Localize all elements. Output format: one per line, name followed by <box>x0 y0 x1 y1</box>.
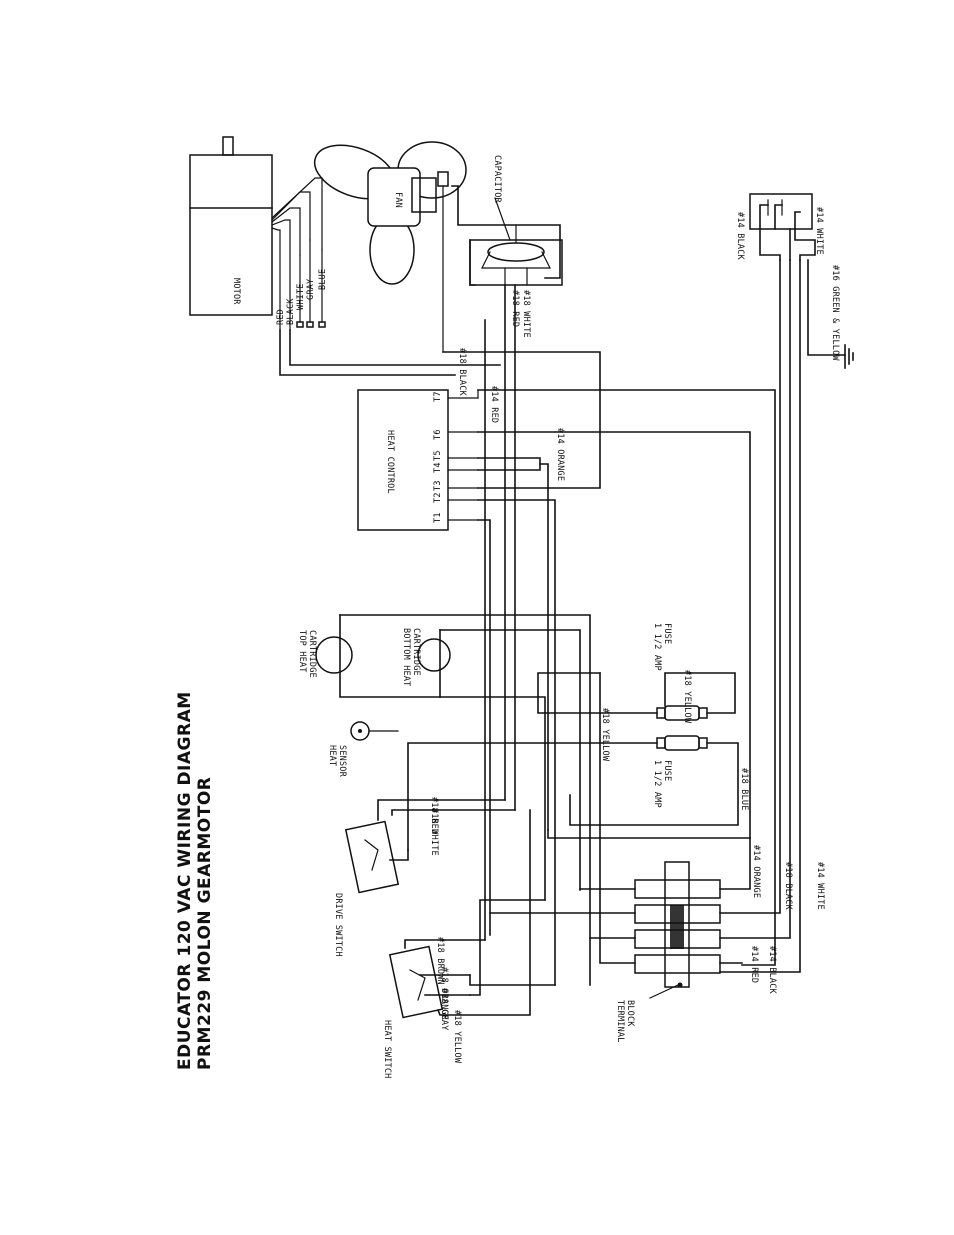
top-heat-cartridge: TOP HEAT CARTRIDGE <box>297 614 591 986</box>
terminal-block-label-1: TERMINAL <box>615 1000 625 1043</box>
terminal-t7: T7 <box>433 391 443 402</box>
wire-motor-black: BLACK <box>286 298 296 325</box>
motor-leads <box>271 177 501 376</box>
wire-cap-white: #18 WHITE <box>521 290 531 338</box>
bottom-heat-cartridge: BOTTOM HEAT CARTRIDGE <box>401 628 581 901</box>
heat-control: HEAT CONTROL <box>357 389 449 531</box>
wire-motor-white: WHITE <box>296 283 306 310</box>
top-heat-label-1: TOP HEAT <box>297 630 307 673</box>
wire-black14-tb: #14 BLACK <box>767 946 777 995</box>
heat-control-label: HEAT CONTROL <box>385 430 395 494</box>
terminal-t5: T5 <box>433 450 443 461</box>
wire-brown18: #18 BROWN <box>435 937 445 985</box>
terminal-t3: T3 <box>433 480 443 491</box>
wire-cap-red: #18 RED <box>510 290 520 327</box>
fuse-bottom-label-2: FUSE <box>662 760 672 781</box>
heat-sensor-label-2: SENSOR <box>337 745 347 778</box>
fuse-bottom: 1 1/2 AMP FUSE <box>407 735 739 851</box>
wire-red14-t7: #14 RED <box>489 386 499 423</box>
terminal-t6: T6 <box>433 429 443 440</box>
terminal-block-body <box>664 861 690 988</box>
title-line-2: PRM229 MOLON GEARMOTOR <box>195 777 215 1070</box>
wire-motor-red: RED <box>276 309 286 325</box>
wire-blue18: #18 BLUE <box>739 768 749 811</box>
capacitor-label: CAPACITOR <box>492 155 502 204</box>
power-plug <box>749 193 816 261</box>
wire-yellow18-b: #18 YELLOW <box>600 708 610 762</box>
terminal-t1: T1 <box>433 512 443 523</box>
drive-switch-label: DRIVE SWITCH <box>333 893 343 957</box>
drive-switch: DRIVE SWITCH <box>333 799 516 957</box>
bottom-heat-label-2: CARTRIDGE <box>411 628 421 676</box>
wire-motor-blue: BLUE <box>318 269 328 290</box>
wire-red14-tb: #14 RED <box>749 946 759 983</box>
title-line-1: EDUCATOR 120 VAC WIRING DIAGRAM <box>175 691 195 1070</box>
wire-orange14-t6: #14 ORANGE <box>555 428 565 481</box>
motor-body <box>189 154 273 316</box>
wire-white18-ds: #18 WHITE <box>429 808 439 856</box>
heat-sensor: HEAT SENSOR <box>327 721 399 778</box>
motor-label: MOTOR <box>231 278 241 305</box>
terminal-t4: T4 <box>433 462 443 473</box>
bottom-heat-label-1: BOTTOM HEAT <box>401 628 411 687</box>
ground-symbol <box>807 259 854 369</box>
wire-yellow18-a: #18 YELLOW <box>682 670 692 724</box>
fuse-top-label-1: 1 1/2 AMP <box>652 623 662 671</box>
wire-orange14-tb: #14 ORANGE <box>751 845 761 898</box>
heat-sensor-label-1: HEAT <box>327 745 337 766</box>
diagram-title: EDUCATOR 120 VAC WIRING DIAGRAM PRM229 M… <box>175 691 215 1070</box>
fan-label: FAN <box>393 192 403 208</box>
motor: MOTOR <box>189 136 273 316</box>
terminal-t2: T2 <box>433 492 443 503</box>
wire-plug-white: #14 WHITE <box>814 207 824 255</box>
fuse-top: 1 1/2 AMP FUSE <box>537 623 736 721</box>
wire-gray18: #18 GRAY <box>439 988 449 1031</box>
wire-orange18: #18 ORANGE <box>439 967 449 1020</box>
motor-shaft <box>222 136 234 156</box>
wire-red18-ds: #18 RED <box>429 797 439 834</box>
wire-motor-gray: GRAY <box>306 279 316 300</box>
wire-white14-tb: #14 WHITE <box>815 862 825 910</box>
wire-black18-top: #18 BLACK <box>457 348 467 397</box>
wire-ground: #16 GREEN & YELLOW <box>830 265 840 361</box>
fuse-top-label-2: FUSE <box>662 623 672 644</box>
heat-control-terminals <box>447 397 479 521</box>
heat-switch-label: HEAT SWITCH <box>382 1020 392 1079</box>
capacitor: CAPACITOR <box>451 155 563 286</box>
terminal-block-label-2: BLOCK <box>625 1000 635 1027</box>
heat-control-box <box>357 389 449 531</box>
wire-black18-tb: #18 BLACK <box>783 862 793 911</box>
top-heat-label-2: CARTRIDGE <box>307 630 317 678</box>
wire-yellow18-hs: #18 YELLOW <box>452 1010 462 1064</box>
fan: FAN <box>313 141 467 353</box>
fuse-bottom-label-1: 1 1/2 AMP <box>652 760 662 808</box>
wire-plug-black: #14 BLACK <box>735 212 745 261</box>
